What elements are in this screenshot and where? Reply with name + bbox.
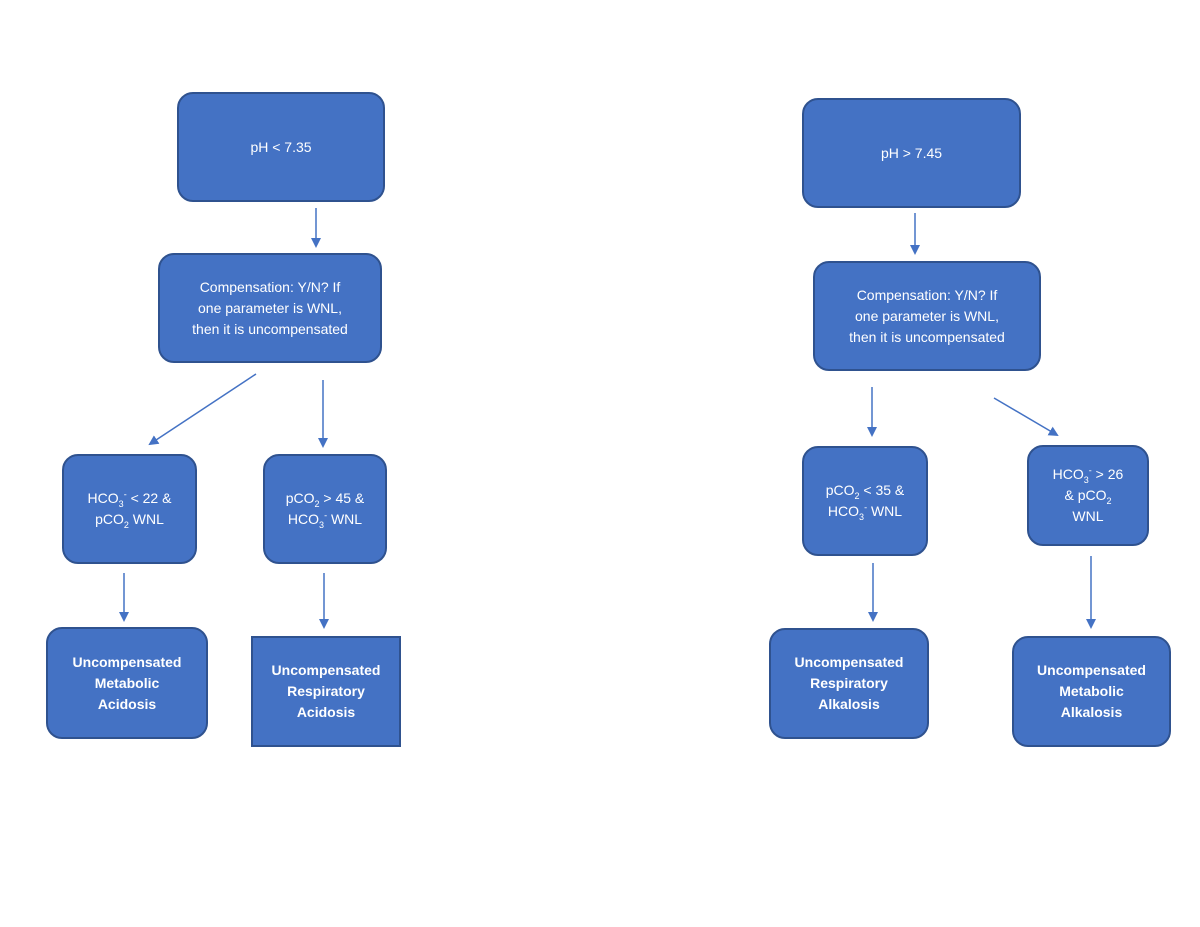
arrow-left-compensation-to-metabolic: [148, 373, 257, 446]
left-respiratory-result-node: Uncompensated Respiratory Acidosis: [251, 636, 401, 747]
right-start-label: pH > 7.45: [880, 144, 943, 161]
left-respiratory-criteria-label: pCO2 > 45 & HCO3- WNL: [285, 490, 365, 530]
right-compensation-label: Compensation: Y/N? If one parameter is W…: [849, 286, 1005, 345]
right-respiratory-criteria-node: pCO2 < 35 & HCO3- WNL: [802, 446, 928, 556]
right-respiratory-result-label: Uncompensated Respiratory Alkalosis: [794, 654, 904, 712]
left-metabolic-criteria-label: HCO3- < 22 & pCO2 WNL: [87, 489, 172, 530]
left-respiratory-result-label: Uncompensated Respiratory Acidosis: [271, 662, 381, 720]
right-start-node: pH > 7.45: [802, 98, 1021, 208]
left-metabolic-criteria-node: HCO3- < 22 & pCO2 WNL: [62, 454, 197, 564]
right-metabolic-criteria-node: HCO3- > 26 & pCO2 WNL: [1027, 445, 1149, 546]
left-compensation-label: Compensation: Y/N? If one parameter is W…: [192, 278, 348, 337]
left-start-label: pH < 7.35: [250, 138, 312, 155]
right-respiratory-criteria-label: pCO2 < 35 & HCO3- WNL: [825, 482, 905, 522]
right-metabolic-result-label: Uncompensated Metabolic Alkalosis: [1037, 662, 1146, 720]
right-respiratory-result-node: Uncompensated Respiratory Alkalosis: [769, 628, 929, 739]
left-metabolic-result-label: Uncompensated Metabolic Acidosis: [72, 653, 182, 712]
right-metabolic-result-node: Uncompensated Metabolic Alkalosis: [1012, 636, 1171, 747]
left-metabolic-result-node: Uncompensated Metabolic Acidosis: [46, 627, 208, 739]
arrow-right-compensation-to-metabolic: [993, 397, 1059, 437]
left-start-node: pH < 7.35: [177, 92, 385, 202]
right-compensation-node: Compensation: Y/N? If one parameter is W…: [813, 261, 1041, 371]
left-compensation-node: Compensation: Y/N? If one parameter is W…: [158, 253, 382, 363]
right-metabolic-criteria-label: HCO3- > 26 & pCO2 WNL: [1052, 465, 1124, 524]
left-respiratory-criteria-node: pCO2 > 45 & HCO3- WNL: [263, 454, 387, 564]
